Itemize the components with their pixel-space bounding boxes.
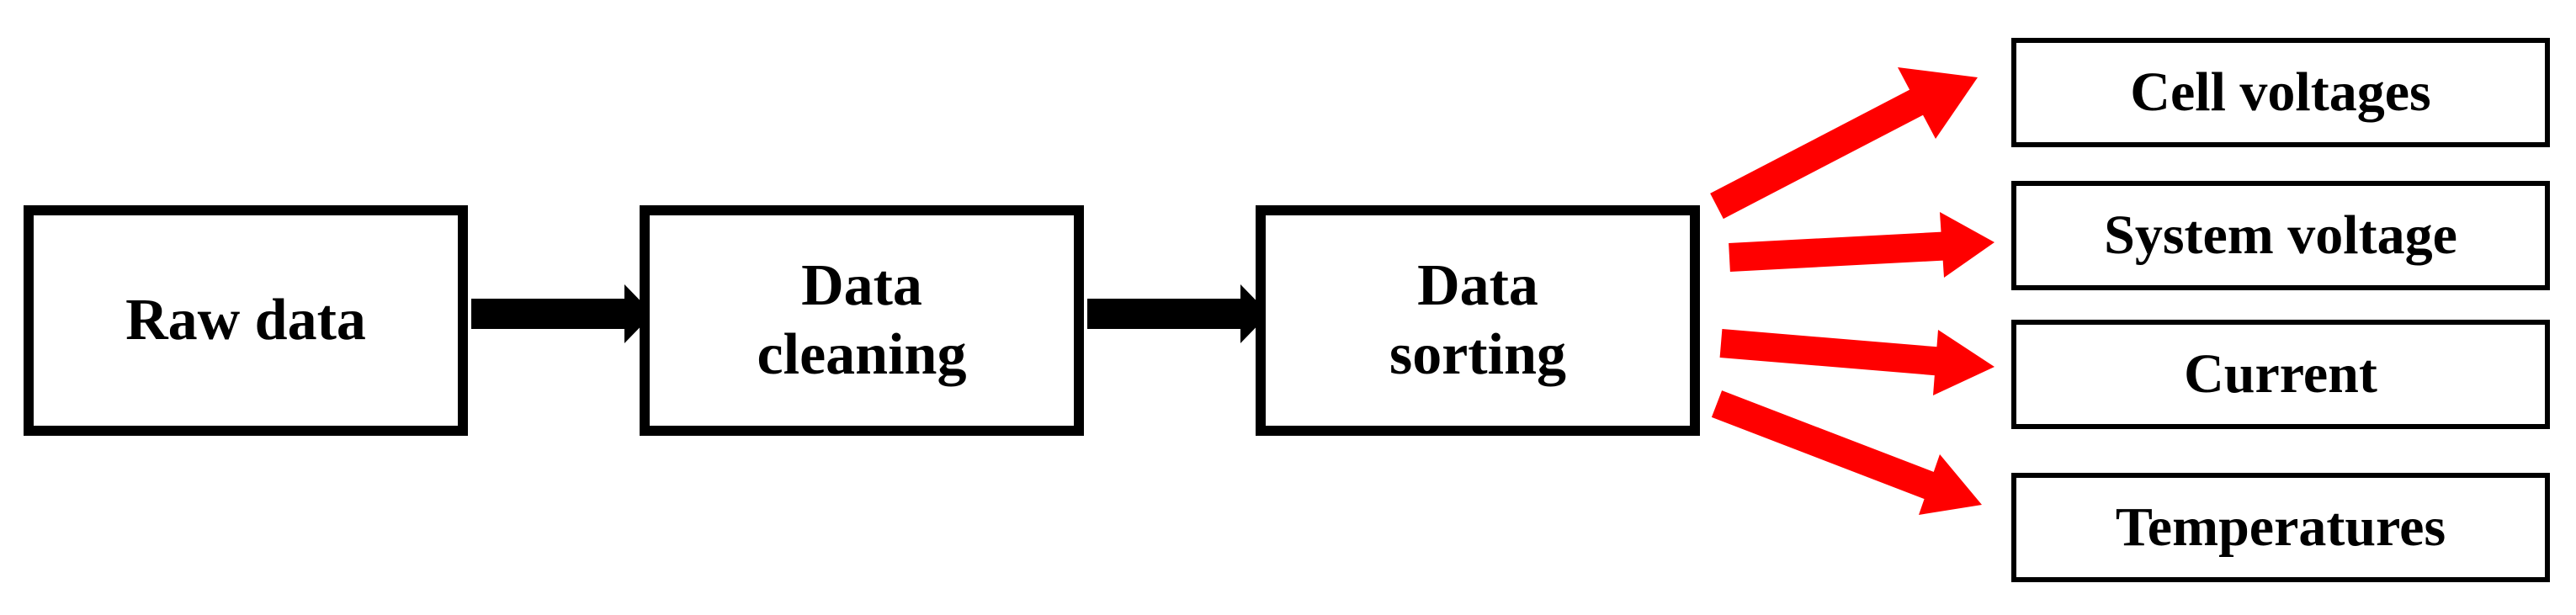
cell-voltages-label: Cell voltages (2130, 61, 2431, 123)
system-voltage-box: System voltage (2011, 181, 2550, 290)
flow-arrow-raw-to-cleaning (471, 284, 653, 343)
branch-arrow-cell-voltages (1710, 67, 1978, 220)
data-cleaning-label: Data cleaning (757, 253, 967, 387)
data-sorting-box: Data sorting (1256, 205, 1700, 436)
flow-arrow-cleaning-to-sorting (1087, 284, 1269, 343)
branch-arrow-temperatures (1711, 390, 1982, 515)
system-voltage-label: System voltage (2104, 204, 2457, 266)
temperatures-box: Temperatures (2011, 473, 2550, 582)
current-label: Current (2184, 343, 2377, 405)
temperatures-label: Temperatures (2115, 496, 2446, 558)
current-box: Current (2011, 320, 2550, 429)
branch-arrow-system-voltage (1729, 212, 1994, 278)
raw-data-label: Raw data (125, 288, 366, 353)
raw-data-box: Raw data (24, 205, 468, 436)
data-cleaning-box: Data cleaning (640, 205, 1084, 436)
cell-voltages-box: Cell voltages (2011, 38, 2550, 147)
branch-arrow-current (1719, 329, 1994, 395)
data-sorting-label: Data sorting (1389, 253, 1566, 387)
